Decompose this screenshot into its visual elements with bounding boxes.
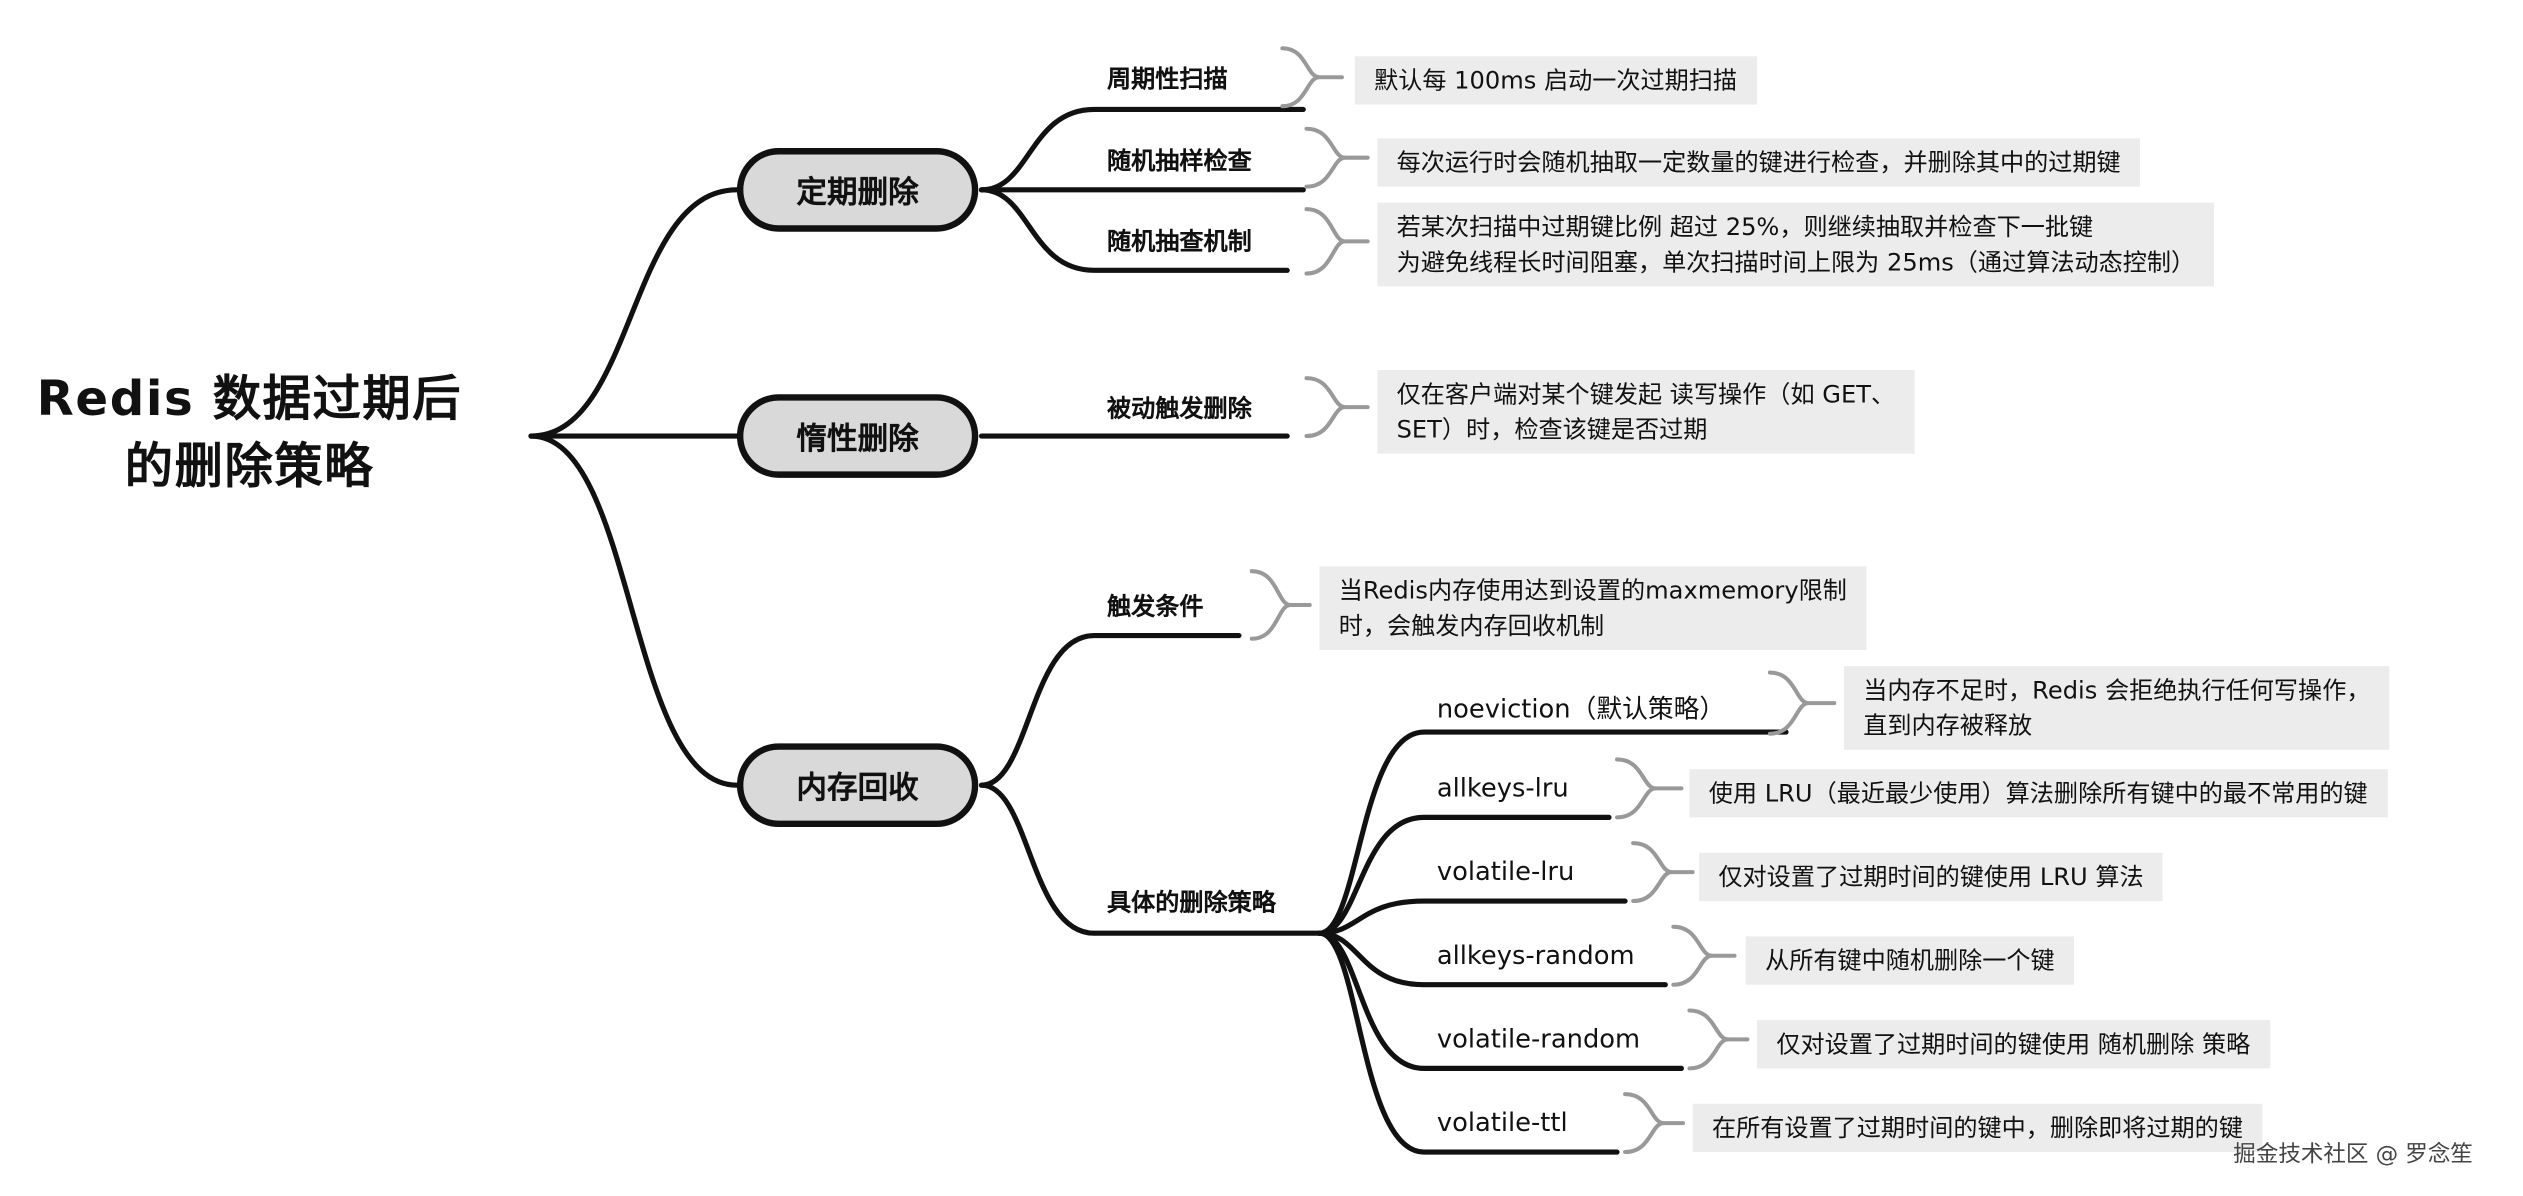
note-noeviction: 当内存不足时，Redis 会拒绝执行任何写操作， 直到内存被释放 [1843,666,2390,750]
note-line: 仅对设置了过期时间的键使用 随机删除 策略 [1776,1029,2251,1059]
strategy-volatile-random[interactable]: volatile-random [1436,1023,1641,1054]
note-line: SET）时，检查该键是否过期 [1396,415,1708,445]
link-s2 [1316,898,1628,936]
brace-b0-c2 [1304,207,1346,276]
node-random-check-mechanism[interactable]: 随机抽查机制 [1106,226,1252,256]
node-trigger-condition[interactable]: 触发条件 [1106,592,1204,622]
note-volatile-random: 仅对设置了过期时间的键使用 随机删除 策略 [1757,1020,2270,1069]
strategy-allkeys-random[interactable]: allkeys-random [1436,939,1635,971]
note-line: 默认每 100ms 启动一次过期扫描 [1374,65,1738,95]
note-allkeys-lru: 使用 LRU（最近最少使用）算法删除所有键中的最不常用的键 [1689,769,2388,818]
note-line: 当内存不足时，Redis 会拒绝执行任何写操作， [1863,675,2371,705]
link-s3 [1316,930,1668,988]
node-random-sample-check[interactable]: 随机抽样检查 [1106,146,1252,176]
note-line: 每次运行时会随机抽取一定数量的键进行检查，并删除其中的过期键 [1396,148,2121,177]
root-title-line2: 的删除策略 [124,439,375,496]
note-line: 当Redis内存使用达到设置的maxmemory限制 [1338,576,1847,605]
link-s0 [1316,729,1789,936]
node-specific-strategies[interactable]: 具体的删除策略 [1106,888,1276,918]
note-line: 从所有键中随机删除一个键 [1765,946,2055,976]
brace-s3 [1671,924,1713,987]
link-s1 [1316,814,1612,936]
brace-s5 [1623,1092,1665,1155]
note-trigger-condition: 当Redis内存使用达到设置的maxmemory限制 时，会触发内存回收机制 [1319,566,1867,651]
link-b0-c2 [978,187,1290,273]
brace-s1 [1615,757,1657,820]
strategy-volatile-lru[interactable]: volatile-lru [1436,855,1575,887]
brace-b0-c0 [1280,46,1320,109]
strategy-volatile-ttl[interactable]: volatile-ttl [1436,1106,1568,1138]
note-line: 直到内存被释放 [1863,711,2033,741]
note-random-check-mechanism: 若某次扫描中过期键比例 超过 25%，则继续抽取并检查下一批键 为避免线程长时间… [1377,202,2215,287]
branch-node-memory-reclaim[interactable]: 内存回收 [736,743,979,828]
node-passive-trigger-delete[interactable]: 被动触发删除 [1106,394,1252,424]
note-line: 若某次扫描中过期键比例 超过 25%，则继续抽取并检查下一批键 [1396,212,2094,242]
strategy-noeviction[interactable]: noeviction（默认策略） [1436,693,1726,725]
link-root-branch-2 [528,433,740,788]
branch-node-lazy-delete[interactable]: 惰性删除 [736,394,979,478]
note-line: 使用 LRU（最近最少使用）算法删除所有键中的最不常用的键 [1708,778,2368,808]
link-b0-c0 [978,106,1306,193]
node-periodic-scan[interactable]: 周期性扫描 [1106,64,1228,94]
note-line: 仅在客户端对某个键发起 读写操作（如 GET、 [1396,379,1896,409]
branch-node-periodic-delete[interactable]: 定期删除 [736,148,979,232]
note-volatile-lru: 仅对设置了过期时间的键使用 LRU 算法 [1699,852,2163,902]
note-passive-trigger-delete: 仅在客户端对某个键发起 读写操作（如 GET、 SET）时，检查该键是否过期 [1377,370,1915,454]
note-volatile-ttl: 在所有设置了过期时间的键中，删除即将过期的键 [1692,1103,2263,1153]
brace-s0 [1767,670,1810,736]
brace-b1-c0 [1304,376,1346,439]
root-title-line1: Redis 数据过期后 [36,371,463,428]
note-random-sample-check: 每次运行时会随机抽取一定数量的键进行检查，并删除其中的过期键 [1377,138,2140,187]
brace-b0-c1 [1304,126,1346,189]
note-line: 为避免线程长时间阻塞，单次扫描时间上限为 25ms（通过算法动态控制） [1396,247,2196,277]
note-line: 仅对设置了过期时间的键使用 LRU 算法 [1718,862,2144,892]
strategy-allkeys-lru[interactable]: allkeys-lru [1436,772,1569,803]
link-b2-c1 [978,782,1322,936]
note-line: 时，会触发内存回收机制 [1338,611,1605,641]
brace-s2 [1631,841,1673,904]
watermark: 掘金技术社区 @ 罗念笙 [2233,1142,2473,1169]
brace-s4 [1687,1008,1729,1071]
brace-b2-c0 [1249,569,1291,641]
link-b2-c0 [978,632,1242,788]
link-s5 [1316,930,1620,1155]
note-line: 在所有设置了过期时间的键中，删除即将过期的键 [1711,1113,2243,1143]
note-periodic-scan: 默认每 100ms 启动一次过期扫描 [1354,56,1757,105]
link-root-branch-0 [528,187,740,439]
note-allkeys-random: 从所有键中随机删除一个键 [1745,936,2075,985]
root-title: Redis 数据过期后 的删除策略 [16,367,483,502]
